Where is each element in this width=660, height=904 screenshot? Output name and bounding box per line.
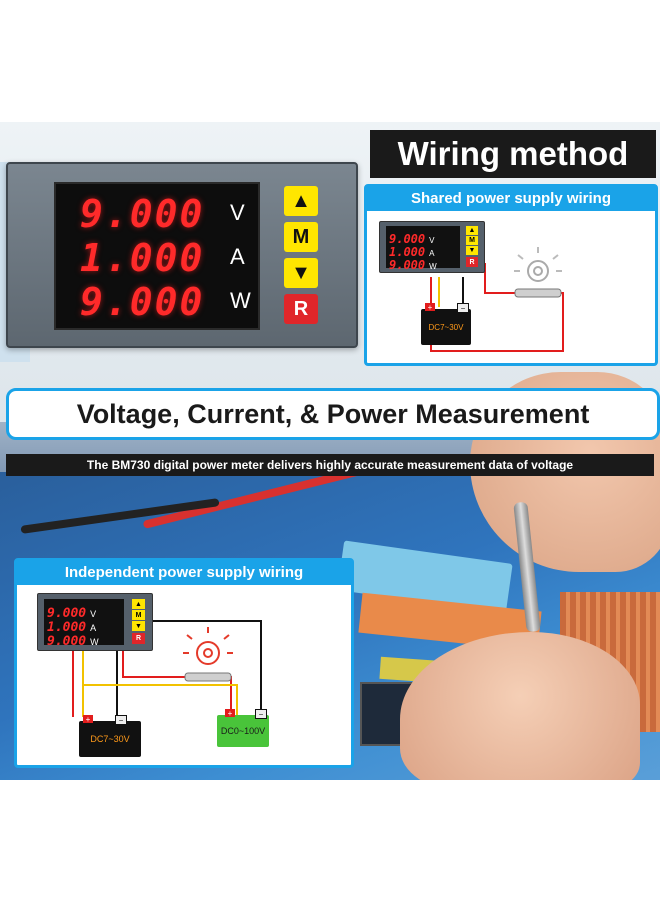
up-button[interactable]: ▲ <box>284 186 318 216</box>
independent-down-button: ▼ <box>132 621 145 631</box>
shared-down-button: ▼ <box>466 246 478 255</box>
shared-power-value: 9.000 <box>389 258 426 272</box>
shared-current-unit: A <box>429 249 435 258</box>
independent-battery-1-minus: − <box>115 715 127 725</box>
shared-wiring-title: Shared power supply wiring <box>367 187 655 211</box>
independent-wiring-diagram <box>72 620 262 717</box>
wire-yellow-psu <box>83 684 238 715</box>
measurement-subline: The BM730 digital power meter delivers h… <box>6 454 654 476</box>
shared-up-button: ▲ <box>466 226 478 235</box>
lamp-bulb-icon-2 <box>196 641 220 665</box>
current-unit: A <box>230 244 245 269</box>
independent-battery-2-plus: + <box>225 709 235 718</box>
independent-battery-1-plus: + <box>83 715 93 724</box>
wire-red-load <box>484 263 515 294</box>
power-meter-device: 9.000 V 1.000 A 9.000 W ▲ M ▼ R <box>6 162 358 348</box>
wiring-method-title: Wiring method <box>370 130 656 178</box>
shared-wiring-diagram <box>430 247 564 352</box>
load-bar <box>514 288 562 298</box>
shared-minus-terminal: − <box>457 303 469 313</box>
independent-battery-2: DC0~100V <box>217 715 269 747</box>
shared-reset-button: R <box>466 257 478 267</box>
independent-voltage-unit: V <box>90 609 97 619</box>
hand-bottom <box>400 632 640 780</box>
shared-voltage-unit: V <box>429 236 435 245</box>
voltage-value: 9.000 <box>80 192 205 236</box>
power-value: 9.000 <box>80 280 205 324</box>
independent-battery-2-minus: − <box>255 709 267 719</box>
wire-red-return <box>430 292 564 352</box>
independent-mode-button: M <box>132 610 145 620</box>
shared-battery-label: DC7~30V <box>428 322 464 332</box>
independent-power-unit: W <box>90 637 99 647</box>
load-bar-2 <box>184 672 232 682</box>
meter-row-power: 9.000 W <box>80 280 251 324</box>
down-button[interactable]: ▼ <box>284 258 318 288</box>
independent-battery-2-label: DC0~100V <box>220 726 266 736</box>
independent-voltage-value: 9.000 <box>47 606 87 621</box>
shared-plus-terminal: + <box>425 303 435 312</box>
voltage-unit: V <box>230 200 245 225</box>
measurement-headline: Voltage, Current, & Power Measurement <box>6 388 660 440</box>
independent-current-value: 1.000 <box>47 620 87 635</box>
independent-up-button: ▲ <box>132 599 145 609</box>
independent-wiring-title: Independent power supply wiring <box>17 561 351 585</box>
lamp-rays-icon-2 <box>183 627 233 654</box>
wire-black-psu <box>153 620 262 715</box>
power-unit: W <box>230 288 251 313</box>
independent-battery-1: DC7~30V <box>79 721 141 757</box>
lamp-bulb-icon <box>527 260 549 282</box>
meter-screen: 9.000 V 1.000 A 9.000 W <box>54 182 260 330</box>
current-value: 1.000 <box>80 236 205 280</box>
reset-button[interactable]: R <box>284 294 318 324</box>
independent-battery-1-label: DC7~30V <box>90 734 130 744</box>
mode-button[interactable]: M <box>284 222 318 252</box>
wire-red-load-2 <box>122 649 187 678</box>
independent-current-unit: A <box>90 623 97 633</box>
shared-battery: DC7~30V <box>421 309 471 345</box>
shared-mode-button: M <box>466 236 478 245</box>
independent-reset-button: R <box>132 633 145 644</box>
shared-power-unit: W <box>429 262 437 271</box>
lamp-rays-icon <box>514 247 562 272</box>
meter-row-current: 1.000 A <box>80 236 245 280</box>
independent-power-value: 9.000 <box>47 634 87 649</box>
meter-row-voltage: 9.000 V <box>80 192 245 236</box>
shared-current-value: 1.000 <box>389 245 426 259</box>
shared-voltage-value: 9.000 <box>389 232 426 246</box>
